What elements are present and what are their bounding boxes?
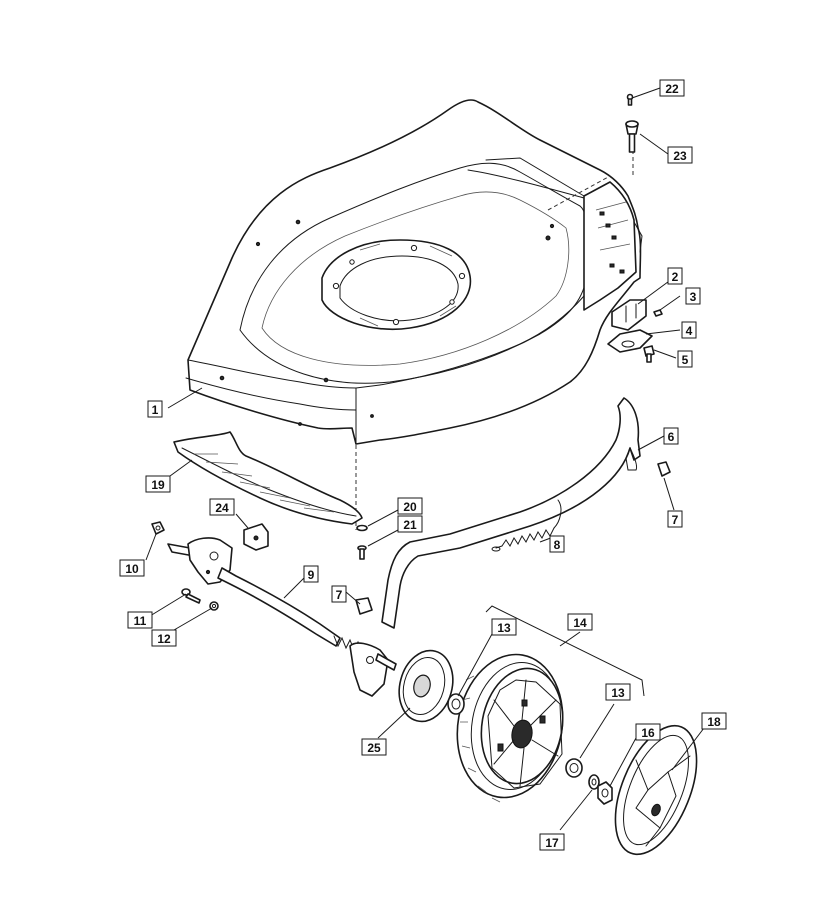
callout-21: 21 [397, 515, 423, 533]
mower-deck [185, 99, 643, 445]
callout-13-left: 13 [491, 618, 517, 636]
callout-2: 2 [667, 267, 683, 285]
callout-17: 17 [539, 833, 565, 851]
callout-16: 16 [635, 723, 661, 741]
callout-9-text: 9 [308, 568, 315, 582]
callout-14: 14 [567, 613, 593, 631]
washer-and-locknut [588, 774, 613, 805]
callout-12-text: 12 [157, 632, 171, 646]
bolt-and-nut [181, 588, 219, 611]
callout-7-right: 7 [667, 510, 683, 528]
wheel-cover [614, 724, 698, 856]
callout-10: 10 [119, 559, 145, 577]
callout-3: 3 [685, 287, 701, 305]
callout-11-text: 11 [134, 614, 147, 628]
group-bracket [485, 605, 645, 697]
wheel [456, 653, 564, 803]
callout-5-text: 5 [682, 353, 689, 367]
callout-9: 9 [303, 565, 319, 583]
callout-23: 23 [667, 146, 693, 164]
leader-lines [145, 87, 705, 831]
callout-13-left-text: 13 [497, 621, 511, 635]
callout-13-right: 13 [605, 683, 631, 701]
callout-16-text: 16 [641, 726, 655, 740]
callout-8-text: 8 [554, 538, 561, 552]
callout-3-text: 3 [690, 290, 697, 304]
callout-6: 6 [663, 427, 679, 445]
callout-13-right-text: 13 [611, 686, 625, 700]
callout-24: 24 [209, 498, 235, 516]
callout-22: 22 [659, 79, 685, 97]
callout-2-text: 2 [672, 270, 679, 284]
callout-11: 11 [127, 611, 153, 629]
caps [355, 461, 671, 615]
callout-1: 1 [147, 400, 163, 418]
callout-7-left-text: 7 [336, 588, 343, 602]
callout-18-text: 18 [707, 715, 721, 729]
rear-flap [173, 431, 363, 525]
callout-8: 8 [549, 535, 565, 553]
callout-22-text: 22 [665, 82, 679, 96]
rear-axle [167, 537, 397, 697]
bearings [447, 693, 583, 778]
callout-17-text: 17 [545, 836, 559, 850]
washer-and-screw [356, 524, 368, 560]
callout-23-text: 23 [673, 149, 687, 163]
height-adjust-bracket [607, 299, 663, 363]
callout-7-left: 7 [331, 585, 347, 603]
callout-10-text: 10 [125, 562, 139, 576]
callout-25: 25 [361, 738, 387, 756]
wheel-disc [398, 649, 454, 723]
callout-20-text: 20 [403, 500, 417, 514]
spring [491, 499, 562, 552]
callout-19-text: 19 [151, 478, 165, 492]
callout-6-text: 6 [668, 430, 675, 444]
callout-7-right-text: 7 [672, 513, 679, 527]
callout-labels: 1 2 3 4 5 6 7 7 [119, 79, 727, 851]
callout-4-text: 4 [686, 324, 693, 338]
callout-19: 19 [145, 475, 171, 493]
callout-5: 5 [677, 350, 693, 368]
callout-12: 12 [151, 629, 177, 647]
callout-20: 20 [397, 497, 423, 515]
callout-14-text: 14 [573, 616, 587, 630]
nut-top [151, 521, 165, 535]
callout-1-text: 1 [152, 403, 159, 417]
height-lever [381, 397, 641, 629]
pin-and-screw [625, 93, 639, 153]
callout-25-text: 25 [367, 741, 381, 755]
callout-18: 18 [701, 712, 727, 730]
clip [243, 523, 269, 551]
callout-24-text: 24 [215, 501, 229, 515]
callout-4: 4 [681, 321, 697, 339]
callout-21-text: 21 [403, 518, 417, 532]
